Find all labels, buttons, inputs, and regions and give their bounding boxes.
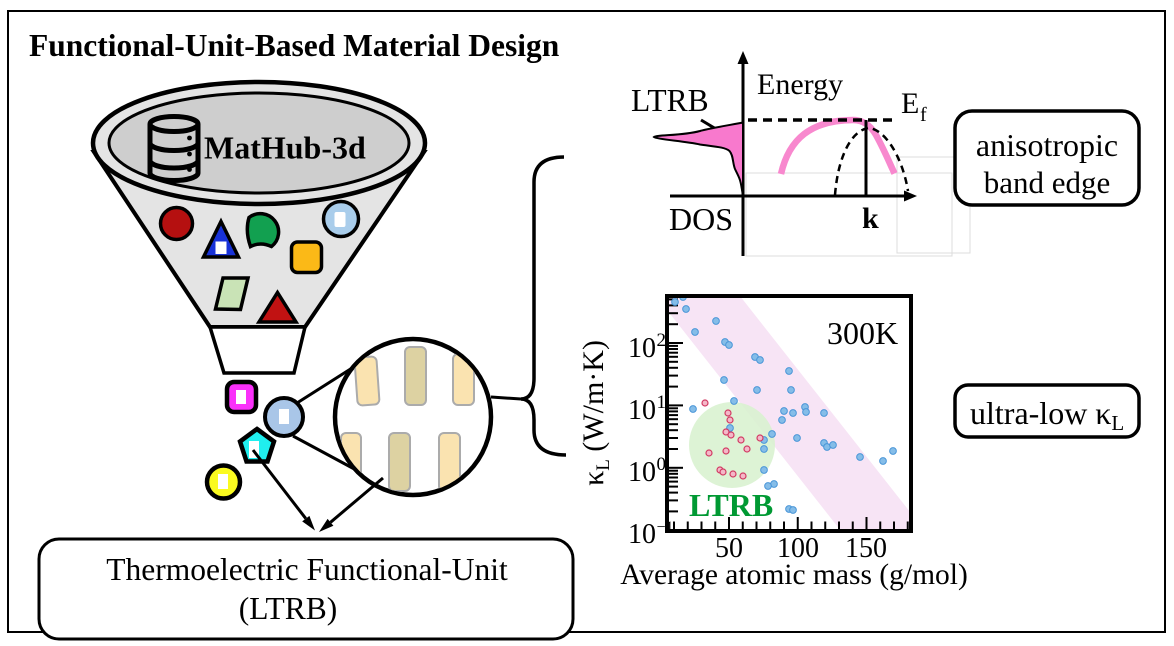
svg-text:Average atomic mass (g/mol): Average atomic mass (g/mol) (620, 559, 968, 591)
svg-text:10: 10 (628, 457, 656, 488)
svg-text:150: 150 (845, 533, 887, 564)
svg-text:ultra-low κL: ultra-low κL (970, 395, 1124, 435)
svg-text:1: 1 (657, 392, 667, 413)
svg-text:(LTRB): (LTRB) (239, 591, 338, 626)
svg-text:anisotropic: anisotropic (976, 127, 1118, 163)
svg-text:Functional-Unit-Based Material: Functional-Unit-Based Material Design (29, 28, 560, 63)
svg-text:LTRB: LTRB (689, 487, 773, 523)
svg-text:−1: −1 (657, 519, 674, 536)
svg-text:f: f (920, 104, 927, 126)
svg-text:10: 10 (628, 519, 656, 550)
svg-text:100: 100 (777, 533, 819, 564)
svg-text:0: 0 (657, 454, 667, 475)
svg-text:50: 50 (715, 533, 743, 564)
svg-text:k: k (862, 202, 879, 235)
svg-text:band edge: band edge (984, 165, 1111, 200)
svg-text:2: 2 (657, 330, 667, 351)
svg-text:Energy: Energy (757, 68, 843, 101)
svg-text:Thermoelectric Functional-Unit: Thermoelectric Functional-Unit (106, 552, 508, 587)
svg-text:DOS: DOS (669, 201, 733, 237)
svg-text:κL (W/m·K): κL (W/m·K) (577, 340, 614, 486)
svg-text:10: 10 (628, 333, 656, 364)
svg-text:E: E (901, 87, 919, 120)
svg-text:10: 10 (628, 395, 656, 426)
svg-text:MatHub-3d: MatHub-3d (204, 130, 366, 166)
svg-text:LTRB: LTRB (631, 83, 709, 118)
svg-text:300K: 300K (827, 315, 898, 351)
